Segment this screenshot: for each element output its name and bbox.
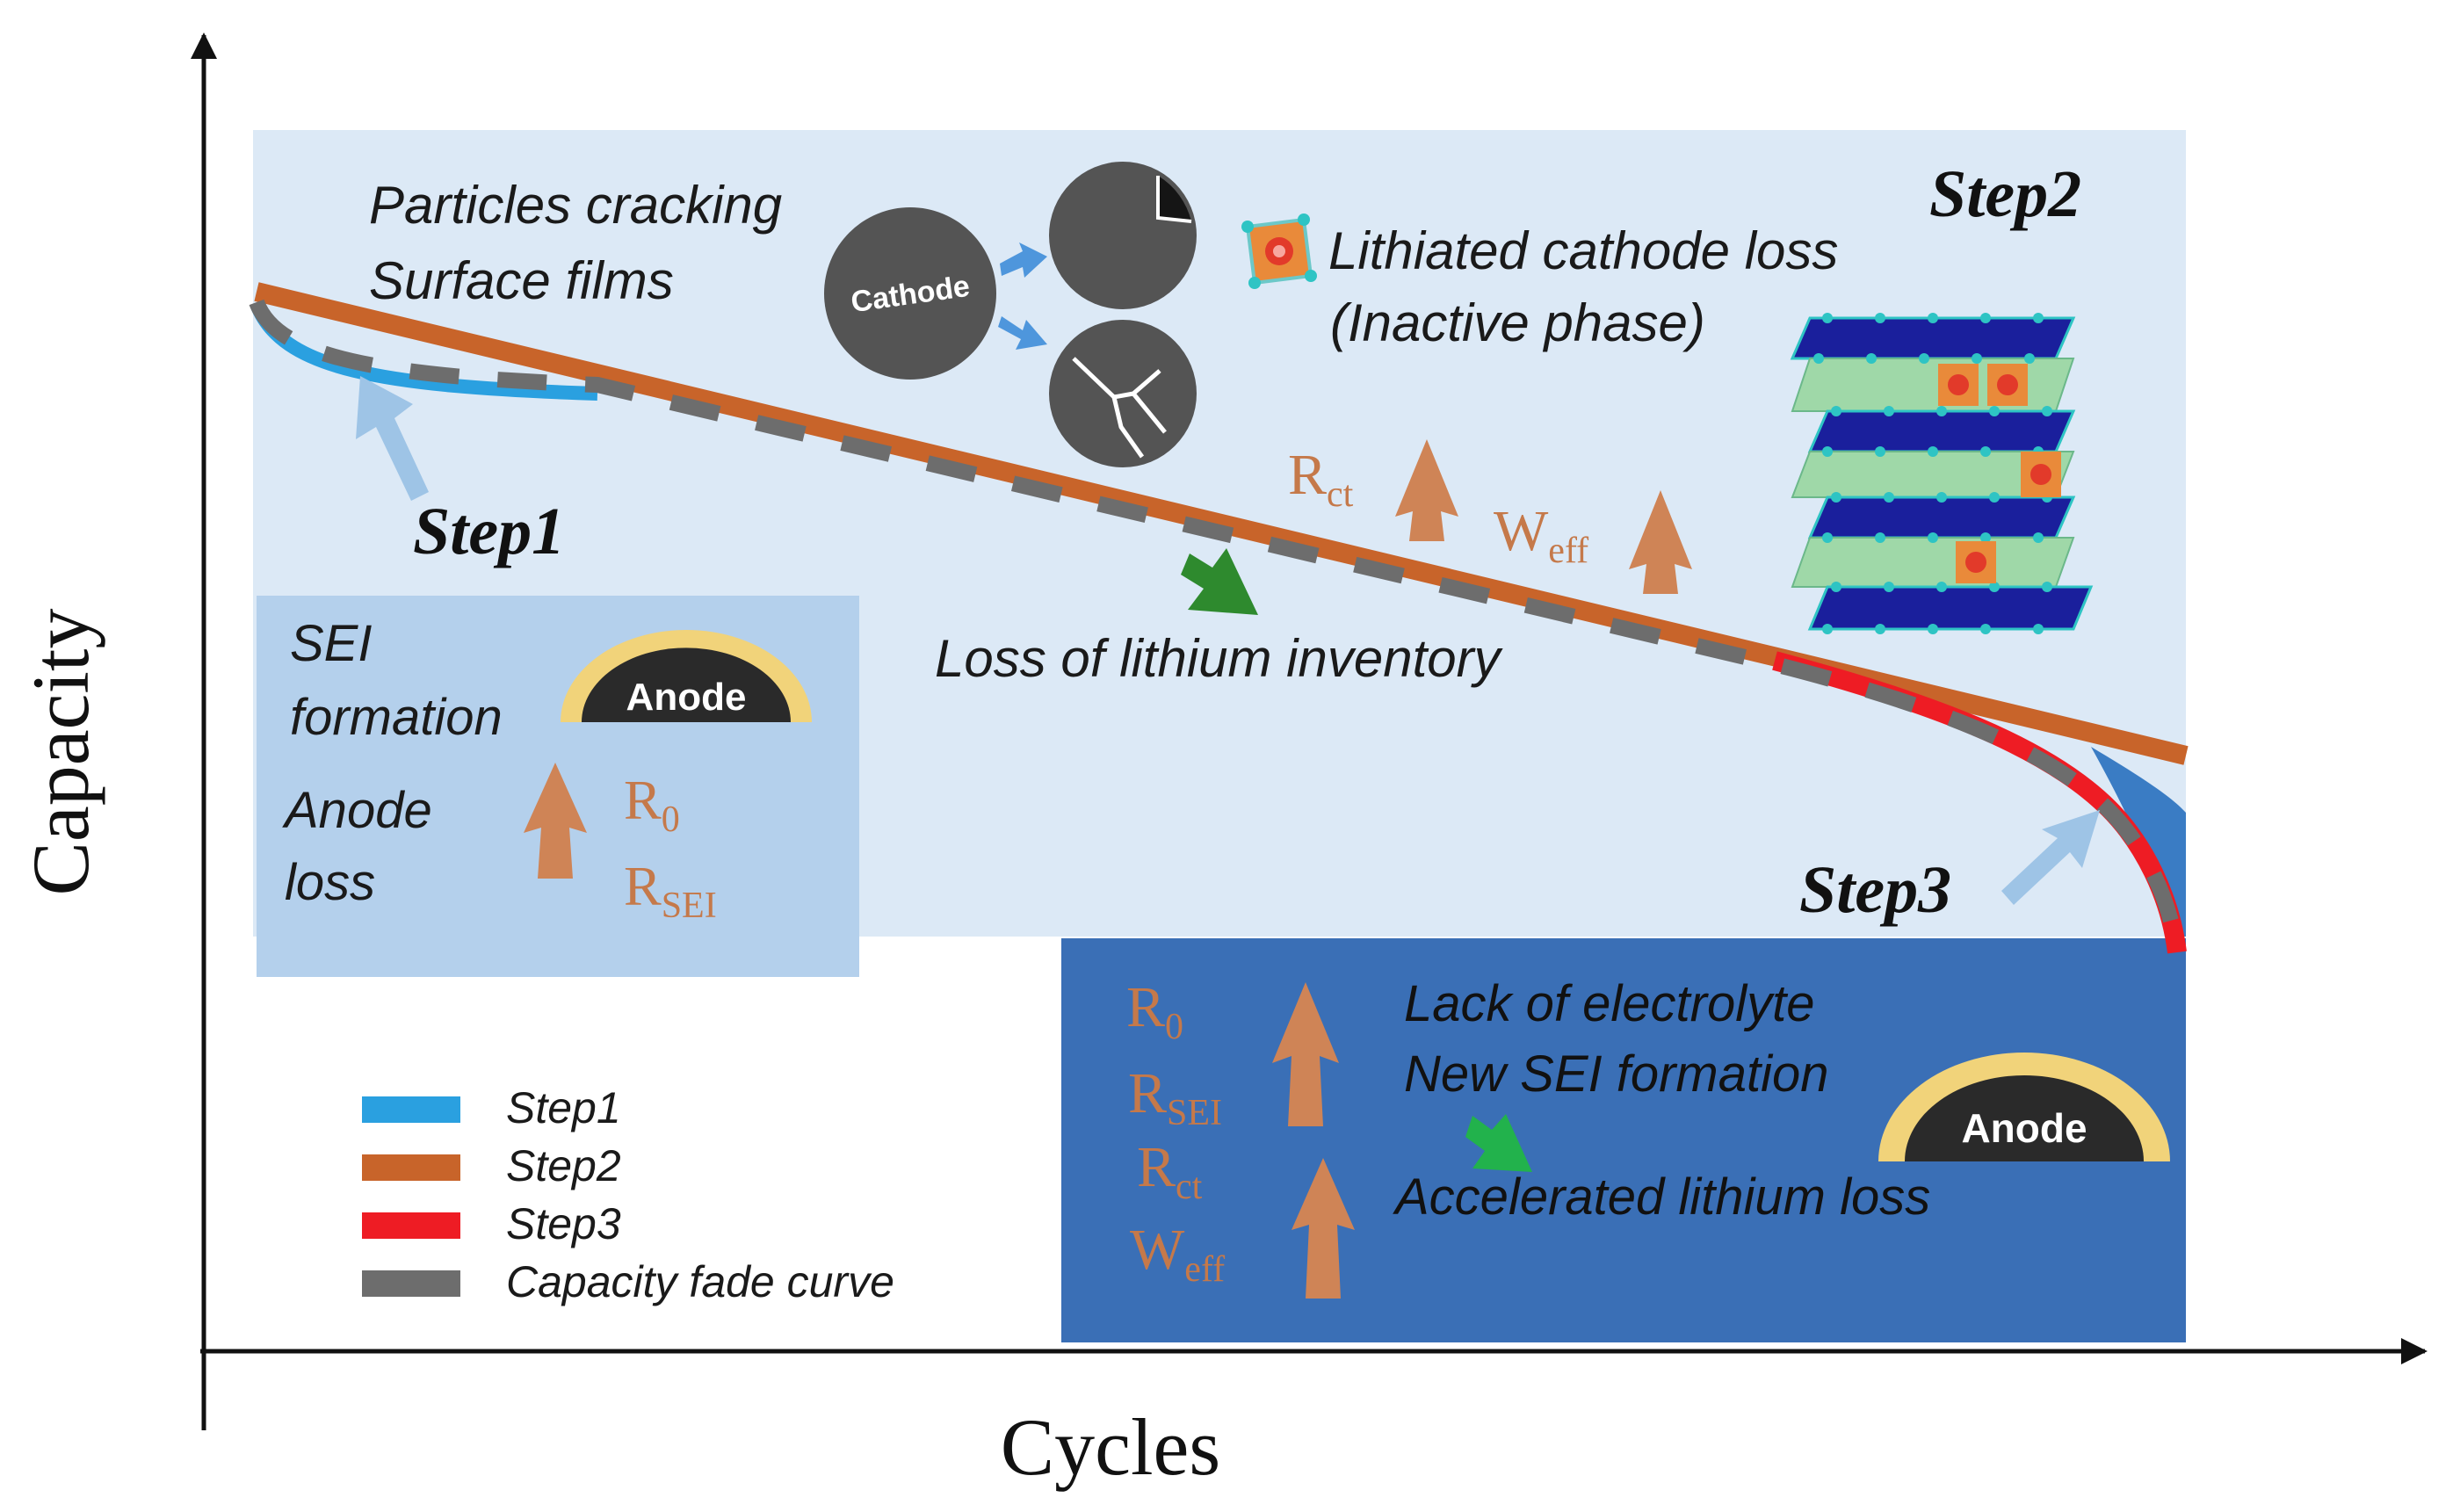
step1-title: Step1 [413, 495, 565, 568]
lack-of-electrolyte-text: Lack of electrolyte [1404, 975, 1814, 1032]
lithiated-cathode-loss-text: Lithiated cathode loss [1328, 221, 1838, 280]
anode-icon-step1: Anode [561, 629, 812, 722]
sei-formation-line2: formation [290, 689, 503, 746]
rsei-label-step1: RSEI [624, 855, 717, 926]
blue-arrow-to-cracked [1000, 242, 1047, 278]
cathode-particle-icon: Cathode [824, 207, 996, 380]
legend-swatch [362, 1096, 460, 1123]
legend-item: Step2 [362, 1141, 621, 1190]
step3-title: Step3 [1799, 853, 1951, 927]
resistance-up-arrow-step1 [524, 763, 587, 879]
loss-of-lithium-inventory-text: Loss of lithium inventory [935, 629, 1504, 688]
legend-swatch [362, 1212, 460, 1239]
particles-cracking-text: Particles cracking [369, 176, 782, 235]
resistance-up-arrow-step3-bottom [1292, 1158, 1355, 1299]
resistance-up-arrow-step3-top [1272, 982, 1339, 1126]
rsei-label-step3: RSEI [1128, 1061, 1222, 1133]
blue-arrow-to-films [998, 316, 1047, 350]
anode-label-step3: Anode [1961, 1105, 2087, 1151]
legend-swatch [362, 1154, 460, 1181]
lli-down-arrow [1181, 548, 1258, 615]
layered-lattice-icon [1790, 313, 2094, 634]
x-axis-label: Cycles [1001, 1402, 1220, 1492]
y-axis-label: Capacity [16, 609, 105, 896]
surface-films-text: Surface films [369, 251, 674, 310]
legend-label: Step3 [506, 1199, 621, 1248]
rct-up-arrow [1395, 439, 1458, 541]
inactive-phase-octahedron-icon [1241, 213, 1317, 289]
rct-label-step2: Rct [1288, 443, 1354, 515]
r0-label-step1: R0 [624, 769, 680, 840]
particle-with-cleft-icon [1049, 162, 1197, 309]
step1-pointer-arrow [356, 376, 429, 501]
cracked-particle-icon [1049, 320, 1197, 467]
new-sei-formation-text: New SEI formation [1404, 1045, 1829, 1103]
anode-icon-step3: Anode [1878, 1053, 2170, 1161]
weff-label-step3: Weff [1130, 1218, 1225, 1290]
capacity-fade-curve [249, 299, 2185, 954]
sei-formation-line1: SEI [290, 615, 373, 672]
anode-loss-line1: Anode [282, 782, 432, 839]
anode-label-step1: Anode [626, 676, 747, 719]
rct-label-step3: Rct [1137, 1135, 1203, 1207]
step2-title: Step2 [1929, 157, 2081, 231]
anode-loss-line2: loss [285, 854, 375, 911]
legend-label: Capacity fade curve [506, 1257, 894, 1306]
r0-label-step3: R0 [1126, 975, 1183, 1047]
step3-pointer-arrow [2001, 810, 2100, 905]
accelerated-lithium-loss-text: Accelerated lithium loss [1393, 1168, 1930, 1226]
weff-up-arrow [1629, 490, 1692, 594]
legend-item: Step1 [362, 1083, 621, 1132]
legend-item: Capacity fade curve [362, 1257, 894, 1306]
legend-item: Step3 [362, 1199, 621, 1248]
weff-label-step2: Weff [1494, 499, 1588, 571]
legend-swatch [362, 1270, 460, 1297]
legend-label: Step1 [506, 1083, 621, 1132]
accelerated-loss-down-arrow [1465, 1114, 1532, 1172]
inactive-phase-text: (Inactive phase) [1330, 293, 1705, 352]
legend-label: Step2 [506, 1141, 621, 1190]
